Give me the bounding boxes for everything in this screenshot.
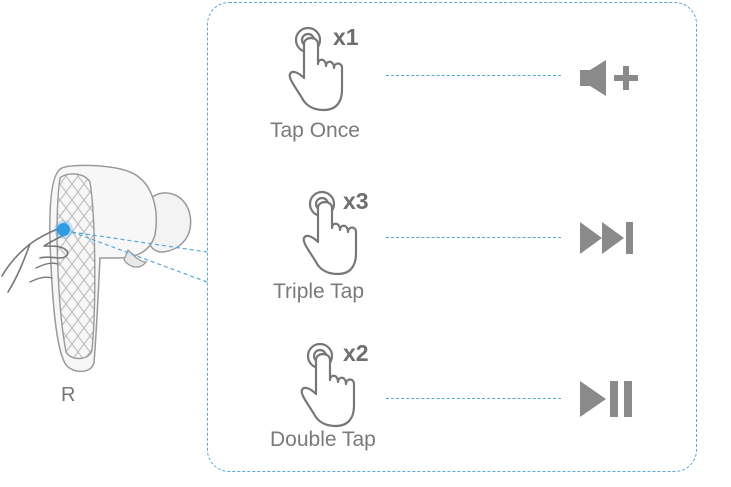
gesture-label: Triple Tap [273, 280, 365, 303]
tap-hand-icon [302, 190, 358, 276]
tap-hand-icon [288, 26, 344, 112]
gesture-panel [207, 2, 697, 472]
play-pause-icon [580, 381, 632, 417]
tap-hand-icon [300, 342, 356, 428]
connector-line [386, 75, 561, 76]
touch-point [57, 223, 70, 236]
gesture-label: Tap Once [270, 119, 360, 142]
connector-line [386, 398, 561, 399]
connector-line [386, 237, 561, 238]
tap-count: x2 [343, 340, 369, 366]
next-track-icon [580, 222, 633, 254]
volume-up-icon [580, 60, 638, 96]
tap-count: x3 [343, 188, 369, 214]
gesture-label: Double Tap [270, 428, 376, 451]
tap-count: x1 [333, 24, 359, 50]
side-label: R [61, 384, 76, 406]
